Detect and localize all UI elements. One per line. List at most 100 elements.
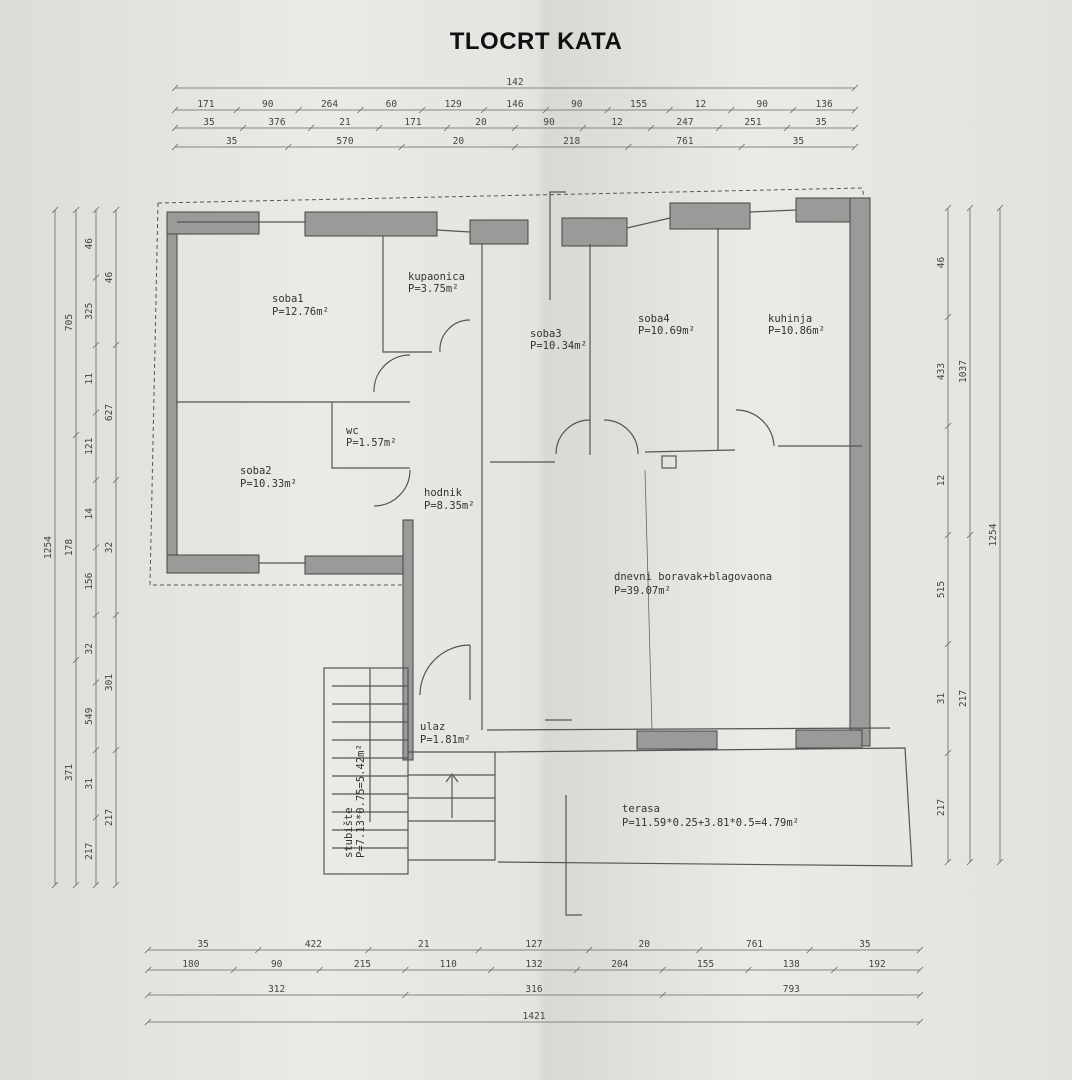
dim-label: 761 [746, 939, 763, 950]
stair-outline [323, 667, 409, 875]
dim-tick [579, 124, 587, 132]
dim-label: 325 [84, 303, 95, 320]
dim-tick [996, 204, 1004, 212]
dim-tick [112, 476, 120, 484]
room-soba1-area: P=12.76m² [272, 306, 329, 318]
dim-tick [92, 544, 100, 551]
dim-label: 218 [563, 136, 580, 147]
doors [373, 319, 775, 700]
dim-label: 1254 [43, 536, 54, 559]
dim-tick [92, 814, 100, 821]
dim-label: 21 [418, 939, 430, 950]
wall-wc [331, 402, 410, 469]
door-soba4 [603, 419, 639, 455]
dim-tick [285, 143, 292, 151]
dim-label: 1421 [523, 1011, 546, 1022]
door-soba3 [555, 419, 591, 455]
room-ulaz-name: ulaz [420, 721, 445, 733]
dim-tick [715, 124, 723, 132]
window-kupaonica [436, 229, 471, 233]
dim-tick [239, 124, 247, 132]
dim-tick [585, 946, 593, 954]
dim-label: 217 [84, 843, 95, 860]
dim-label: 627 [104, 404, 115, 421]
dim-tick [112, 206, 120, 214]
dim-tick [112, 746, 120, 754]
room-kuhinja-name: kuhinja [768, 313, 812, 325]
room-soba2-name: soba2 [240, 465, 272, 477]
dim-tick [72, 656, 80, 664]
room-soba4-area: P=10.69m² [638, 325, 695, 337]
dim-label: 35 [815, 117, 826, 128]
window-kuhinja [749, 209, 797, 213]
dim-tick [72, 881, 80, 889]
dim-tick [944, 858, 952, 866]
wall-south-line [486, 727, 891, 731]
dim-tick [830, 966, 838, 974]
dim-tick [851, 84, 859, 92]
wall-soba4-south [644, 449, 736, 453]
dim-tick [92, 746, 100, 754]
dim-label: 705 [64, 314, 75, 331]
room-wc-area: P=1.57m² [346, 437, 397, 449]
dim-label: 138 [783, 959, 800, 970]
dim-label: 121 [84, 437, 95, 454]
dim-tick [659, 991, 666, 999]
dim-tick [51, 881, 59, 889]
dim-tick [659, 966, 666, 974]
dim-tick [745, 966, 752, 974]
dim-tick [966, 531, 974, 539]
chimney [661, 455, 677, 469]
wall-south-pier-3 [636, 730, 718, 750]
dim-label: 264 [321, 99, 338, 110]
dim-tick [806, 946, 813, 954]
dim-tick [738, 143, 745, 151]
dim-label: 155 [630, 99, 647, 110]
dim-label: 11 [84, 373, 95, 385]
dim-label: 422 [305, 939, 322, 950]
dim-label: 178 [64, 539, 75, 556]
top-marker [549, 191, 566, 300]
dim-tick [783, 124, 791, 132]
wall-north-pier-5 [669, 202, 751, 230]
dim-tick [230, 966, 238, 974]
dim-label: 433 [936, 363, 947, 380]
dim-label: 155 [697, 959, 714, 970]
dim-tick [916, 1018, 924, 1026]
wall-north-pier-2 [304, 211, 438, 237]
dim-tick [255, 946, 262, 954]
dim-label: 1037 [958, 360, 969, 383]
dim-label: 549 [84, 707, 95, 724]
wall-south-pier-4 [795, 729, 863, 749]
wall-west [166, 211, 178, 573]
dim-tick [112, 881, 120, 889]
dim-tick [171, 106, 179, 114]
terrace-marker [565, 795, 582, 916]
dim-tick [944, 531, 952, 539]
room-soba1-name: soba1 [272, 293, 304, 305]
dim-label: 180 [182, 959, 199, 970]
dim-tick [916, 966, 924, 974]
dim-tick [112, 341, 120, 349]
dim-label: 12 [936, 475, 947, 486]
dim-tick [944, 749, 952, 757]
dim-label: 301 [104, 674, 115, 691]
dim-label: 31 [936, 693, 947, 705]
dim-label: 376 [268, 117, 285, 128]
dim-tick [72, 431, 80, 439]
dim-label: 20 [475, 117, 487, 128]
dim-tick [542, 106, 550, 114]
dim-tick [511, 143, 519, 151]
dim-label: 35 [226, 136, 237, 147]
dim-label: 316 [525, 984, 542, 995]
dim-tick [851, 143, 859, 151]
wall-kupaonica [382, 236, 432, 353]
dim-tick [625, 143, 632, 151]
door-ulaz [419, 644, 471, 696]
room-soba3-area: P=10.34m² [530, 340, 587, 352]
dim-tick [789, 106, 797, 114]
dim-label: 90 [571, 99, 583, 110]
dim-label: 1254 [988, 523, 999, 546]
interior-walls [177, 228, 862, 731]
